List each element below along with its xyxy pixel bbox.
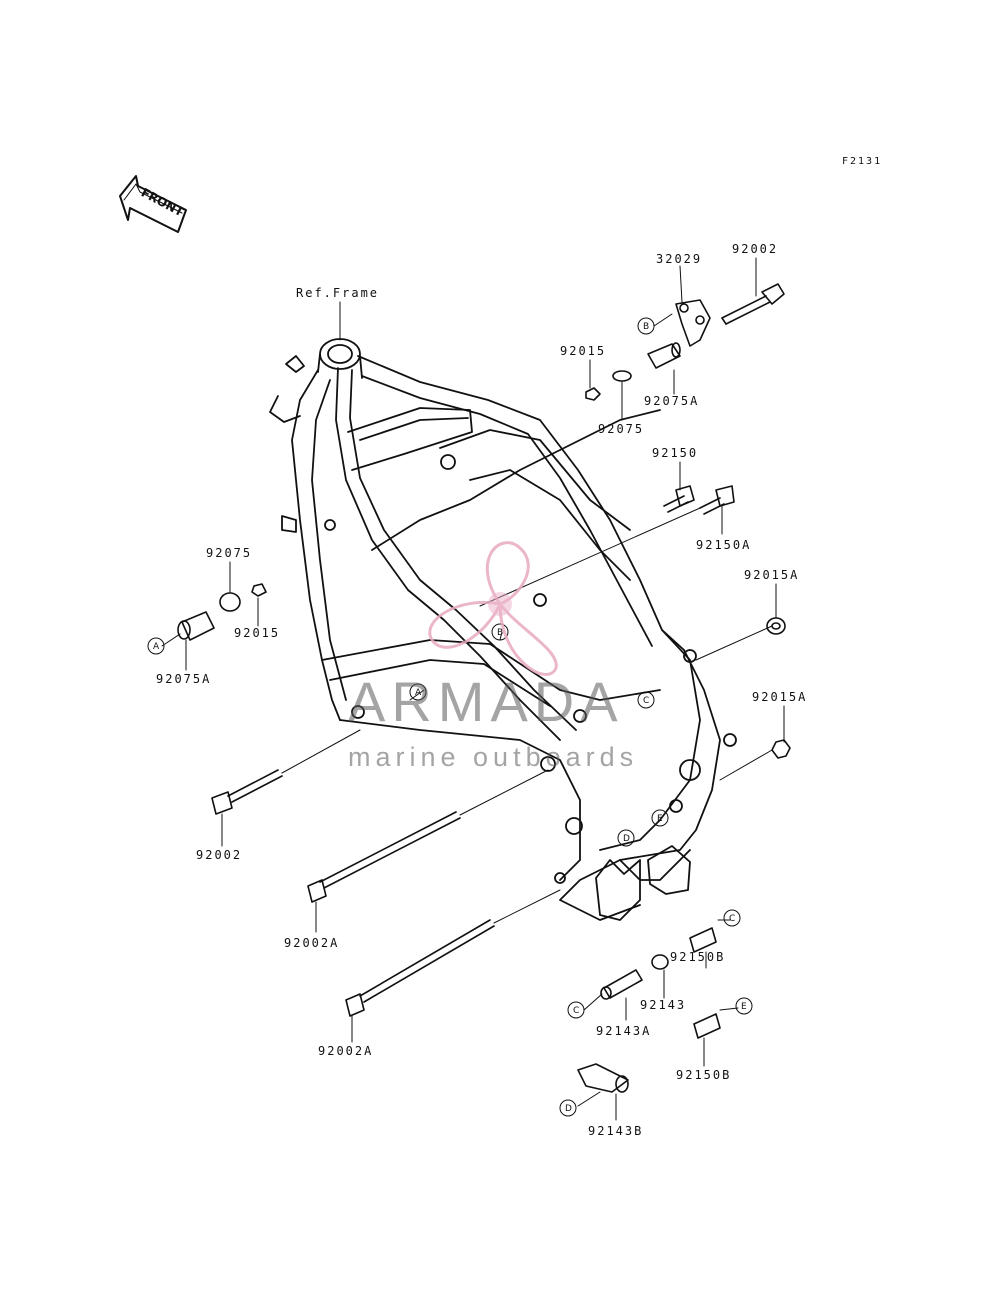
svg-text:B: B [643, 322, 649, 332]
spacer-92143B [577, 1063, 629, 1093]
bolt-92150A [699, 485, 735, 515]
leader-lines [161, 257, 785, 1121]
bolt-92150B-2 [693, 1013, 721, 1039]
nut-92015-top [585, 387, 601, 401]
part-label[interactable]: 32029 [656, 252, 703, 266]
marker-c-lower [567, 1001, 585, 1019]
marker-c-right [723, 909, 741, 927]
part-label[interactable]: 92143A [596, 1024, 652, 1038]
marker-a-left [147, 637, 165, 655]
frame-drawing [269, 338, 737, 921]
bolt-92150B-1 [689, 927, 717, 953]
nut-92015A-2 [771, 739, 791, 759]
reference-markers [147, 317, 753, 1117]
collar-92143 [651, 954, 669, 970]
marker-e-lower [735, 997, 753, 1015]
svg-text:C: C [729, 914, 735, 924]
marker-d-lower [559, 1099, 577, 1117]
bolt-92002A-1 [307, 769, 549, 903]
part-label[interactable]: 92015A [744, 568, 800, 582]
svg-text:A: A [415, 688, 422, 698]
nut-92015A-1 [766, 617, 786, 635]
svg-text:B: B [497, 628, 503, 638]
svg-text:A: A [153, 642, 160, 652]
part-label[interactable]: 92075A [156, 672, 212, 686]
svg-text:E: E [741, 1002, 747, 1012]
part-label[interactable]: 92075 [206, 546, 253, 560]
collar-92075A-left [177, 611, 215, 641]
part-label[interactable]: 92143 [640, 998, 687, 1012]
washer-92075-left [219, 592, 241, 612]
bolt-92002-top [721, 283, 785, 325]
collar-92075A-top [647, 342, 681, 369]
marker-b-frame [491, 623, 509, 641]
part-label[interactable]: 92143B [588, 1124, 644, 1138]
part-label[interactable]: 92002A [284, 936, 340, 950]
bolt-92150 [663, 485, 695, 513]
svg-text:D: D [623, 834, 630, 844]
part-label[interactable]: 92015 [560, 344, 607, 358]
nut-92015-left [251, 583, 267, 597]
part-label[interactable]: 92075 [598, 422, 645, 436]
front-arrow-icon: FRONT [119, 175, 187, 233]
bolt-92002-left [211, 729, 361, 815]
marker-b-top [637, 317, 655, 335]
armada-logo-icon [428, 541, 558, 676]
ref-frame-label: Ref.Frame [296, 286, 380, 300]
part-label[interactable]: 92015A [752, 690, 808, 704]
part-label[interactable]: 92150A [696, 538, 752, 552]
part-label[interactable]: 92002A [318, 1044, 374, 1058]
bracket-32029 [675, 299, 711, 347]
watermark-title: ARMADA [348, 670, 624, 733]
bolt-92002A-2 [345, 889, 561, 1017]
part-label[interactable]: 92150B [676, 1068, 732, 1082]
part-label[interactable]: 92015 [234, 626, 281, 640]
part-label[interactable]: 92002 [732, 242, 779, 256]
svg-text:C: C [573, 1006, 579, 1016]
part-label[interactable]: 92002 [196, 848, 243, 862]
part-label[interactable]: 92075A [644, 394, 700, 408]
part-label[interactable]: 92150B [670, 950, 726, 964]
part-label[interactable]: 92150 [652, 446, 699, 460]
diagram-code: F2131 [842, 156, 883, 167]
marker-a-frame [409, 683, 427, 701]
spacer-92143A [600, 969, 643, 1000]
marker-d-frame [617, 829, 635, 847]
marker-c-frame [637, 691, 655, 709]
svg-text:D: D [565, 1104, 572, 1114]
watermark-subtitle: marine outboards [348, 742, 639, 772]
marker-e-frame [651, 809, 669, 827]
washer-92075-top [612, 370, 632, 382]
svg-text:C: C [643, 696, 649, 706]
svg-text:E: E [657, 814, 663, 824]
